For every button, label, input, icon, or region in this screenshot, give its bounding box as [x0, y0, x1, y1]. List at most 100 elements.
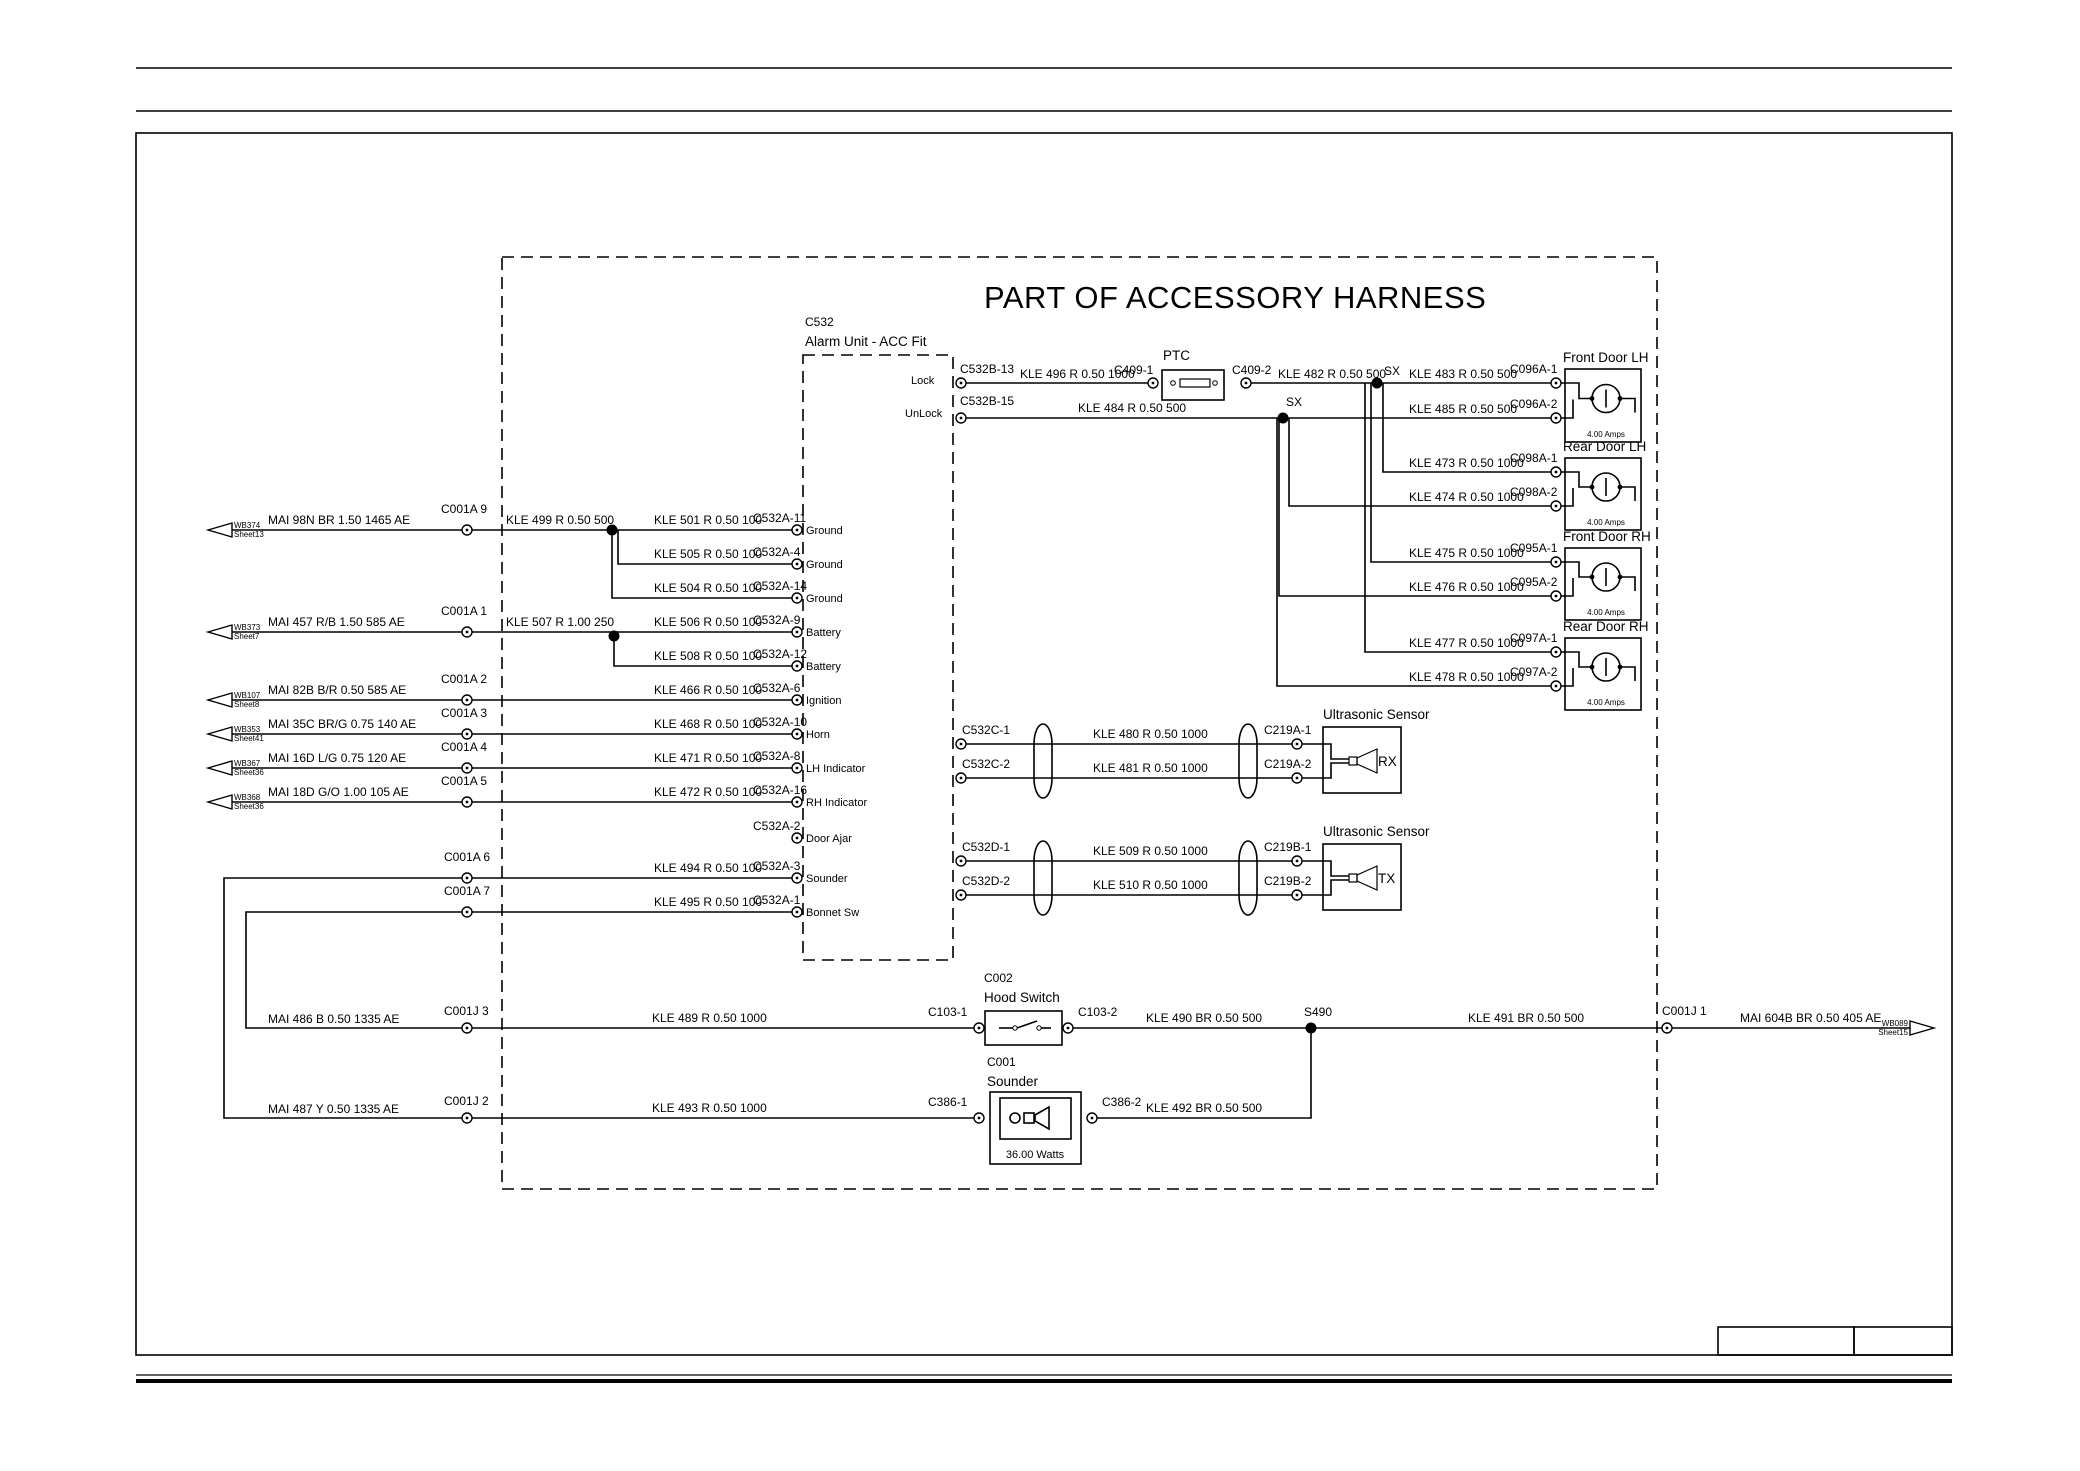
ptc-label: PTC — [1163, 348, 1190, 363]
terminal-dot — [1295, 742, 1299, 746]
sensor-lead — [1302, 762, 1349, 779]
off-sheet-arrow-left — [205, 522, 233, 538]
pin-wire-label: KLE 505 R 0.50 100 — [654, 547, 762, 561]
motor-lead — [1561, 382, 1592, 400]
alarm-pin-label: Horn — [806, 729, 830, 741]
lock-splice-label: SX — [1384, 364, 1400, 378]
hood-switch-connector: C002 — [984, 971, 1013, 985]
off-sheet-sheet: Sheet36 — [234, 768, 264, 777]
terminal-dot — [959, 893, 963, 897]
pin-wire-label: KLE 504 R 0.50 100 — [654, 581, 762, 595]
battery-bus-label: KLE 507 R 1.00 250 — [506, 615, 614, 629]
door-pin-2-label: C098A-2 — [1510, 485, 1558, 499]
c001a-connector: C001A 3 — [441, 706, 487, 720]
twisted-pair-marker — [1238, 723, 1258, 799]
sensor-name: Ultrasonic Sensor — [1323, 707, 1430, 722]
alarm-unit-pins: C532A-11GroundC532A-4GroundC532A-14Groun… — [753, 511, 867, 919]
c001a-connector: C001A 4 — [441, 740, 487, 754]
off-sheet-arrow-right — [1909, 1020, 1937, 1036]
door-actuator-name: Front Door RH — [1563, 529, 1651, 544]
sounder-feed-label: KLE 493 R 0.50 1000 — [652, 1101, 767, 1115]
title-block-cell-1 — [1717, 1326, 1855, 1356]
door-actuator-name: Front Door LH — [1563, 350, 1649, 365]
main-wire-label: MAI 82B B/R 0.50 585 AE — [268, 683, 406, 697]
off-sheet-sheet: Sheet41 — [234, 734, 264, 743]
door-unlock-wire-label: KLE 474 R 0.50 1000 — [1409, 490, 1524, 504]
twisted-pair-marker — [1238, 840, 1258, 916]
c001a-connector: C001A 5 — [441, 774, 487, 788]
switch-blade — [1016, 1020, 1038, 1029]
terminal-dot — [1090, 1116, 1094, 1120]
sounder-icon — [1023, 1112, 1035, 1124]
motor-lead — [1561, 668, 1574, 687]
motor-lead — [1561, 399, 1574, 419]
motor-brush — [1589, 574, 1595, 580]
terminal-dot — [1554, 594, 1558, 598]
splice-s490-label: S490 — [1304, 1005, 1332, 1019]
main-wire-label: MAI 18D G/O 1.00 105 AE — [268, 785, 409, 799]
door-pin-1-label: C096A-1 — [1510, 362, 1558, 376]
door-actuator-rating: 4.00 Amps — [1587, 608, 1625, 617]
terminal-dot — [795, 698, 799, 702]
terminal-dot — [1554, 470, 1558, 474]
terminal-dot — [1295, 893, 1299, 897]
terminal-dot — [1244, 381, 1248, 385]
sensor-source-2-label: C532C-2 — [962, 757, 1010, 771]
terminal-dot — [1066, 1026, 1070, 1030]
transducer-horn-icon — [1356, 865, 1378, 891]
sensor-pin-1-label: C219A-1 — [1264, 723, 1312, 737]
door-actuator-name: Rear Door RH — [1563, 619, 1649, 634]
door-unlock-wire — [1276, 418, 1551, 687]
alarm-pin-label: Sounder — [806, 873, 848, 885]
terminal-dot — [959, 742, 963, 746]
door-lock-wire-label: KLE 477 R 0.50 1000 — [1409, 636, 1524, 650]
sounder-out-label: KLE 492 BR 0.50 500 — [1146, 1101, 1262, 1115]
terminal-dot — [465, 732, 469, 736]
sensor-box — [1322, 843, 1402, 911]
alarm-pin-label: Battery — [806, 627, 841, 639]
terminal-dot — [795, 562, 799, 566]
alarm-pin-label: Ground — [806, 559, 843, 571]
terminal-dot — [977, 1026, 981, 1030]
main-wire-label: MAI 98N BR 1.50 1465 AE — [268, 513, 410, 527]
door-unlock-wire-label: KLE 478 R 0.50 1000 — [1409, 670, 1524, 684]
off-sheet-sheet: Sheet15 — [1878, 1028, 1908, 1037]
alarm-pin-id: C532A-11 — [753, 511, 806, 525]
alarm-pin-id: C532A-10 — [753, 715, 807, 729]
transducer-icon — [1348, 873, 1358, 883]
terminal-dot — [465, 876, 469, 880]
alarm-lock-label: Lock — [911, 375, 935, 387]
sounder-name: Sounder — [987, 1074, 1039, 1089]
sounder-icon — [1034, 1105, 1050, 1131]
hood-main-wire-label: MAI 486 B 0.50 1335 AE — [268, 1012, 399, 1026]
sensor-lead — [1302, 743, 1349, 760]
c001a-connector: C001A 9 — [441, 502, 487, 516]
door-actuator-box — [1564, 637, 1642, 711]
sensor-lead — [1302, 879, 1349, 896]
alarm-pin-id: C532A-1 — [753, 893, 801, 907]
title-block-cell-2 — [1853, 1326, 1953, 1356]
ptc-element — [1179, 378, 1211, 388]
unlock-pin-label: C532B-15 — [960, 394, 1014, 408]
motor-brush — [1589, 484, 1595, 490]
sensor-source-1-label: C532D-1 — [962, 840, 1010, 854]
ground-branch-wire — [611, 530, 792, 599]
alarm-unit-connector: C532 — [805, 315, 834, 329]
ground-bus-label: KLE 499 R 0.50 500 — [506, 513, 614, 527]
motor-brush — [1589, 396, 1595, 401]
terminal-dot — [795, 910, 799, 914]
twisted-pair-marker — [1033, 723, 1053, 799]
motor-lead — [1620, 397, 1636, 413]
terminal-dot — [795, 732, 799, 736]
alarm-pin-id: C532A-14 — [753, 579, 807, 593]
sensor-source-2-label: C532D-2 — [962, 874, 1010, 888]
switch-contact — [1036, 1025, 1042, 1031]
c001j-1-label: C001J 1 — [1662, 1004, 1707, 1018]
c001a-connector: C001A 1 — [441, 604, 487, 618]
terminal-dot — [959, 381, 963, 385]
pin-wire-label: KLE 472 R 0.50 100 — [654, 785, 762, 799]
terminal-dot — [959, 416, 963, 420]
